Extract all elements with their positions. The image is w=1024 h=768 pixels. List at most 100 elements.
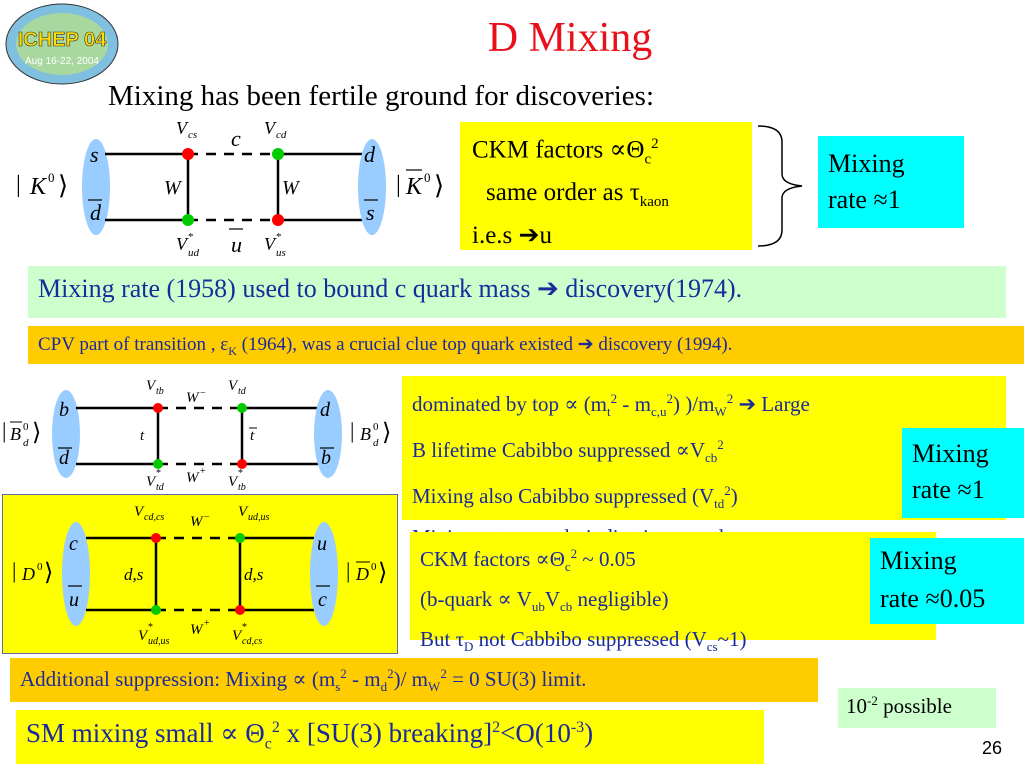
k-w-left: W [164,177,183,199]
svg-text:t: t [140,428,145,444]
svg-text:V: V [176,234,189,254]
svg-text:0: 0 [48,170,55,185]
page-number: 26 [981,738,1002,758]
additional-suppression-note: Additional suppression: Mixing ∝ (ms2 - … [10,658,818,702]
svg-text:0: 0 [424,170,431,185]
svg-text:d: d [59,447,70,469]
page-title: D Mixing [487,15,653,61]
kaon-rate-box: Mixing rate ≈1 [818,136,964,228]
subtitle: Mixing has been fertile ground for disco… [108,80,655,112]
svg-text:W: W [186,390,200,406]
svg-text:V: V [228,378,239,394]
svg-text:u: u [317,533,327,555]
k-vertex-green-bottom [182,214,194,226]
svg-text:0: 0 [373,421,379,433]
logo-subtext: Aug 16-22, 2004 [25,56,99,67]
svg-text:V: V [134,504,145,520]
svg-text:b: b [59,399,69,421]
svg-text:tb: tb [238,482,246,493]
k-u-quark: u [231,232,242,257]
svg-text:⟩: ⟩ [378,560,387,586]
svg-text:+: + [200,466,206,477]
svg-text:|: | [12,558,16,583]
svg-text:⟩: ⟩ [382,420,391,446]
svg-text:|: | [350,418,354,443]
svg-text:V: V [238,504,249,520]
kaon-box-diagram: | K 0 ⟩ s d W W c u V cs V cd V * ud V *… [16,118,444,259]
svg-text:d: d [320,399,331,421]
svg-text:ud,us: ud,us [248,512,270,523]
svg-text:−: − [204,512,210,523]
svg-text:D: D [21,564,35,584]
dmeson-text-box: CKM factors ∝Θc2 ~ 0.05 (b-quark ∝ VubVc… [410,532,936,655]
svg-text:cd,cs: cd,cs [144,512,164,523]
logo-text: ICHEP 04 [18,29,107,51]
svg-text:td: td [238,386,247,397]
svg-text:*: * [188,231,194,243]
svg-text:c: c [318,589,327,611]
svg-text:⟩: ⟩ [434,171,444,200]
svg-text:0: 0 [371,561,377,573]
svg-text:B: B [360,424,371,444]
k-vertex-red-bottom [272,214,284,226]
svg-text:cs: cs [188,129,197,141]
svg-text:⟩: ⟩ [44,560,53,586]
svg-text:t: t [250,428,255,444]
k-c-quark: c [231,126,241,151]
kaon-ckm-box: CKM factors ∝Θc2 same order as τkaon i.e… [460,122,752,250]
svg-text:d: d [373,437,379,449]
svg-text:V: V [176,118,189,138]
svg-text:|: | [396,172,401,198]
dmeson-rate-box: Mixing rate ≈0.05 [870,538,1024,624]
k-top-left-quark: s [90,142,99,167]
k0-left-label: K [29,174,48,200]
svg-text:d,s: d,s [124,565,144,584]
k-bottom-right-quark: s [366,200,375,225]
svg-text:+: + [204,618,210,629]
svg-text:⟩: ⟩ [58,171,68,200]
svg-text:td: td [156,482,165,493]
k-vertex-green-top [272,148,284,160]
svg-text:*: * [156,468,161,479]
svg-text:0: 0 [23,421,29,433]
sm-mixing-summary: SM mixing small ∝ Θc2 x [SU(3) breaking]… [16,710,764,764]
svg-text:V: V [264,118,277,138]
ichep-logo: ICHEP 04 Aug 16-22, 2004 [5,3,119,85]
svg-text:−: − [200,388,206,399]
svg-text:V: V [138,628,149,644]
svg-text:|: | [2,418,6,443]
svg-text:cd: cd [276,129,287,141]
svg-text:ud,us: ud,us [148,636,170,647]
svg-text:tb: tb [156,386,164,397]
k-top-right-quark: d [364,142,376,167]
svg-text:B: B [10,424,21,444]
svg-text:*: * [276,231,282,243]
svg-text:d,s: d,s [244,565,264,584]
kaon-discovery-note: Mixing rate (1958) used to bound c quark… [28,266,1006,318]
svg-text:V: V [228,474,239,490]
svg-text:W: W [186,470,200,486]
possible-badge: 10-2 possible [838,688,996,728]
svg-text:|: | [346,558,350,583]
dmeson-box-diagram: | D 0 ⟩ c u d,s d,s W − W + V cd,cs V ud… [12,504,387,647]
svg-text:cd,cs: cd,cs [242,636,262,647]
brace-icon [757,125,803,247]
svg-text:d: d [23,437,29,449]
svg-text:W: W [190,514,204,530]
svg-text:*: * [242,622,247,633]
svg-text:⟩: ⟩ [32,420,41,446]
k-vertex-red-top [182,148,194,160]
svg-text:W: W [190,622,204,638]
svg-text:*: * [148,622,153,633]
bmeson-box-diagram: | B 0 d ⟩ b d t t W − W + V tb V td V * [2,378,391,493]
cpv-note: CPV part of transition , εK (1964), was … [28,326,1024,364]
svg-text:V: V [146,474,157,490]
svg-text:us: us [276,247,286,259]
k-w-right: W [282,177,301,199]
svg-text:u: u [69,589,79,611]
svg-text:V: V [146,378,157,394]
svg-text:b: b [321,447,331,469]
k0-right-label: K [405,174,424,200]
svg-text:V: V [232,628,243,644]
svg-text:c: c [69,533,78,555]
